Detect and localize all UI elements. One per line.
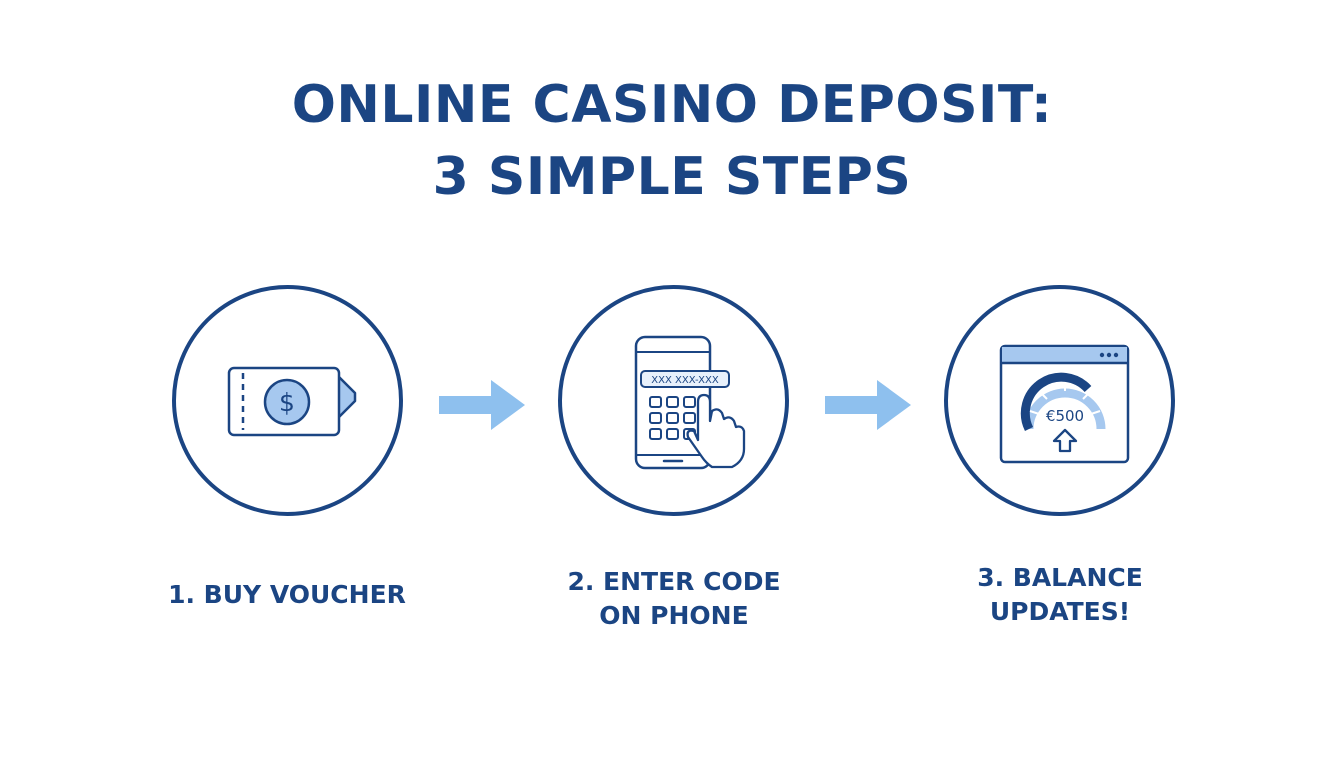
- arrow-right-icon: [439, 380, 525, 430]
- balance-amount: €500: [1046, 407, 1084, 425]
- title-line-1: ONLINE CASINO DEPOSIT:: [291, 75, 1053, 135]
- step-1-label-line-1: 1. BUY VOUCHER: [168, 580, 406, 609]
- step-3-label: 3. BALANCE UPDATES!: [910, 561, 1210, 629]
- step-3-label-line-2: UPDATES!: [989, 597, 1131, 626]
- voucher-dollar-sign: $: [279, 388, 295, 417]
- step-1-label: 1. BUY VOUCHER: [137, 578, 437, 612]
- browser-balance-gauge-icon: €500: [999, 344, 1130, 464]
- step-2-label-line-1: 2. ENTER CODE: [567, 567, 781, 596]
- title-line-2: 3 SIMPLE STEPS: [432, 147, 912, 207]
- voucher-dollar-icon: $: [227, 366, 357, 437]
- step-2-label-line-2: ON PHONE: [599, 601, 749, 630]
- step-3-label-line-1: 3. BALANCE: [977, 563, 1143, 592]
- code-display: XXX XXX-XXX: [651, 375, 719, 386]
- arrow-right-icon: [825, 380, 911, 430]
- step-1-circle: $: [172, 285, 403, 516]
- phone-keypad-hand-icon: XXX XXX-XXX: [634, 335, 746, 470]
- step-2-label: 2. ENTER CODE ON PHONE: [524, 565, 824, 633]
- step-3-circle: €500: [944, 285, 1175, 516]
- step-2-circle: XXX XXX-XXX: [558, 285, 789, 516]
